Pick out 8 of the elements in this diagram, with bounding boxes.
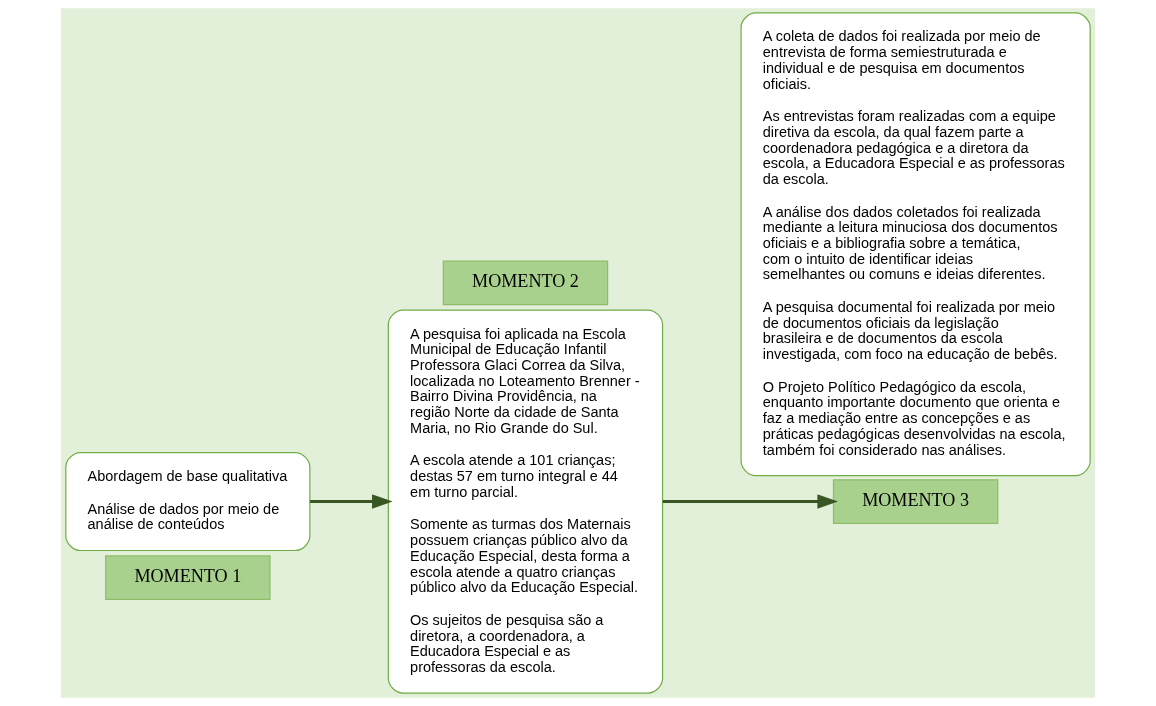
node-box: A pesquisa foi aplicada na Escola Municipal de Educação Infantil Professora Glaci Correa da Silva, localizada no Loteamento Brenner - Bairro Divina Providência, na região Norte da cidade de Santa Maria, no Rio Grande do Sul. A escola atende a 101 crianças; destas 57 em turno integral e 44 em turno parcial. Somente as turmas dos Maternais possuem crianças público alvo da Educação Especial, desta forma a escola atende a quatro crianças público alvo da Educação Especial. Os sujeitos de pesquisa são a diretora, a coordenadora, a Educadora Especial e as professoras da escola. (387, 309, 664, 694)
arrow (310, 494, 393, 509)
node-box: MOMENTO 3 (832, 479, 999, 524)
arrow (662, 494, 838, 509)
node-box: A coleta de dados foi realizada por meio de entrevista de forma semiestruturada e individual e de pesquisa em documentos oficiais. As entrevistas foram realizadas com a equipe diretiva da escola, da qual fazem parte a coordenadora pedagógica e a diretora da escola, a Educadora Especial e as professoras da escola. A análise dos dados coletados foi realizada mediante a leitura minuciosa dos documentos oficiais e a bibliografia sobre a temática, com o intuito de identificar ideias semelhantes ou comuns e ideias diferentes. A pesquisa documental foi realizada por meio de documentos oficiais da legislação brasileira e de documentos da escola investigada, com foco na educação de bebês. O Projeto Político Pedagógico da escola, enquanto importante documento que orienta e faz a mediação entre as concepções e as práticas pedagógicas desenvolvidas na escola, também foi considerado nas análises. (740, 12, 1091, 477)
node-box: MOMENTO 2 (442, 260, 609, 306)
node-box: Abordagem de base qualitativa Análise de dados por meio de análise de conteúdos (65, 452, 311, 552)
node-box: MOMENTO 1 (105, 555, 271, 601)
